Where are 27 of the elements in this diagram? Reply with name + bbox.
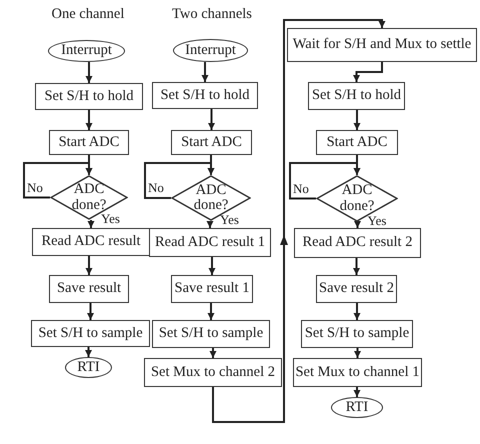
process-box: Set S/H to hold [308, 82, 405, 110]
process-box: Wait for S/H and Mux to settle [287, 28, 477, 62]
process-box: Set S/H to sample [301, 320, 413, 348]
process-box: Save result 2 [316, 275, 397, 303]
process-box: Set Mux to channel 1 [293, 358, 422, 387]
edge-label: No [27, 180, 43, 194]
process-box: Set S/H to hold [152, 82, 258, 109]
process-box: Save result [49, 275, 129, 303]
terminal-oval: Interrupt [173, 39, 248, 62]
process-box: Save result 1 [171, 275, 253, 303]
terminal-oval: RTI [65, 357, 112, 378]
process-box: Set S/H to hold [35, 83, 143, 110]
process-box: Set S/H to sample [31, 320, 150, 347]
edge-label: No [148, 181, 164, 194]
process-box: Set Mux to channel 2 [144, 358, 282, 387]
edge-label: No [293, 182, 309, 194]
process-box: Read ADC result 1 [149, 228, 271, 257]
process-box: Start ADC [49, 130, 129, 155]
process-box: Start ADC [171, 130, 252, 155]
column-heading: One channel [52, 6, 124, 23]
column-heading: Two channels [172, 6, 252, 23]
process-box: Set S/H to sample [152, 320, 270, 348]
process-box: Read ADC result 2 [294, 228, 421, 258]
process-box: Start ADC [316, 130, 398, 155]
terminal-oval: Interrupt [48, 40, 125, 62]
terminal-oval: RTI [331, 397, 383, 418]
process-box: Read ADC result [32, 228, 150, 256]
